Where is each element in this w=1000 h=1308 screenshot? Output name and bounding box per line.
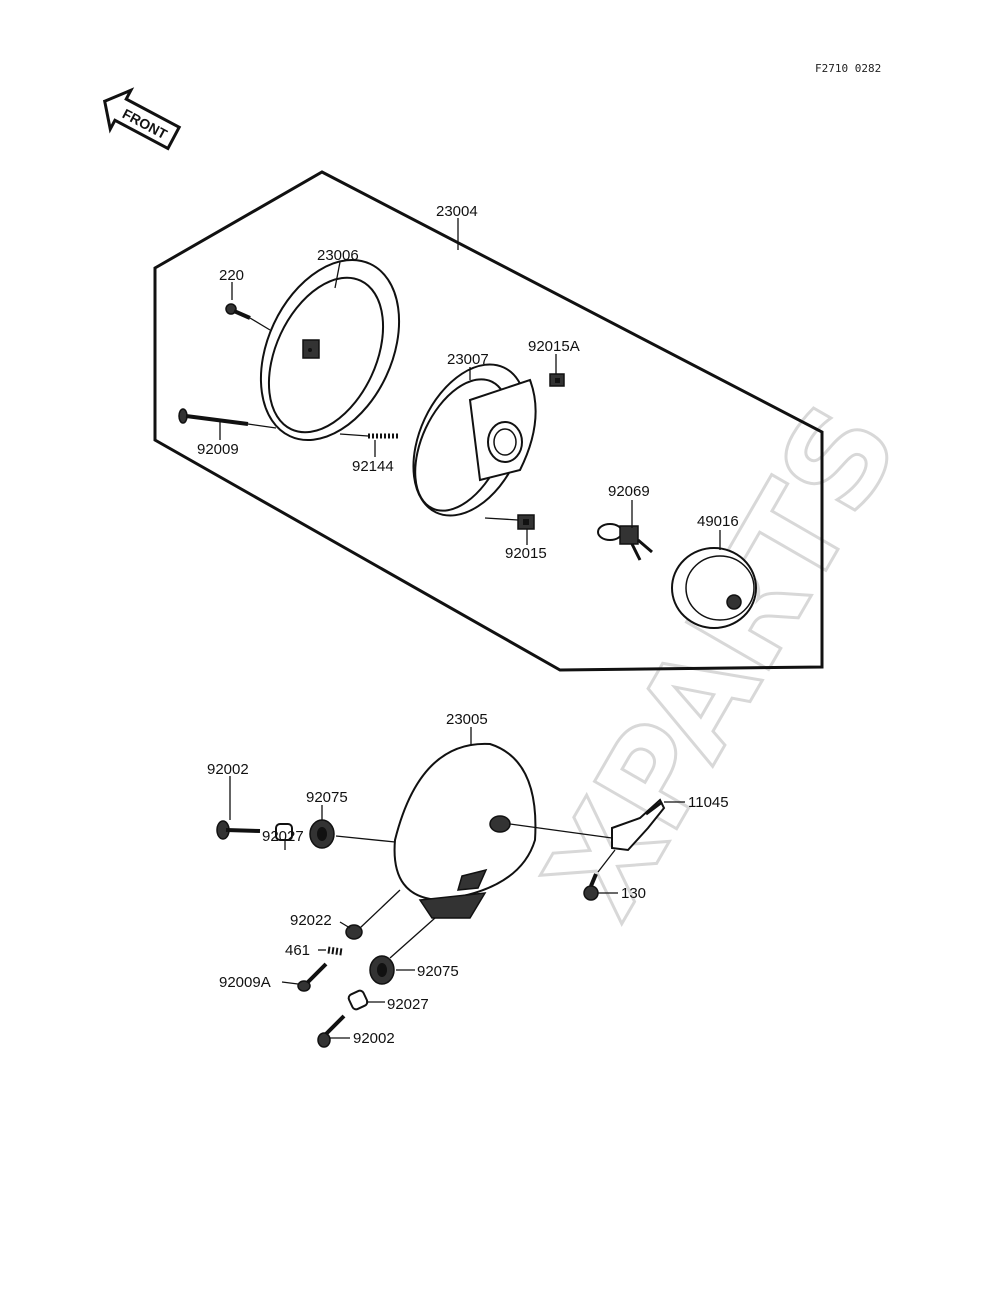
dust-cover-49016 [671, 547, 757, 629]
label-92015A: 92015A [528, 338, 580, 355]
diagram-code: F2710 0282 [815, 62, 881, 75]
front-arrow-icon: FRONT [102, 87, 182, 151]
nut-92015A [549, 373, 565, 387]
label-92027-upper: 92027 [262, 828, 304, 845]
label-23006: 23006 [317, 247, 359, 264]
assembly-frame-23004 [153, 170, 824, 672]
label-92022: 92022 [290, 912, 332, 929]
nut-92022 [345, 924, 363, 940]
grommet-92075-lower [369, 955, 395, 985]
label-92075-upper: 92075 [306, 789, 348, 806]
label-92144: 92144 [352, 458, 394, 475]
label-92009A: 92009A [219, 974, 271, 991]
collar-92027-lower [347, 989, 369, 1011]
screw-92009 [178, 408, 249, 426]
watermark: XPARTS [516, 380, 928, 942]
bolt-92002-upper [216, 820, 261, 840]
label-461: 461 [285, 942, 310, 959]
label-11045: 11045 [688, 794, 729, 811]
grommet-92075-upper [309, 819, 335, 849]
label-92027-lower: 92027 [387, 996, 429, 1013]
bulb-92069 [597, 523, 653, 561]
label-23007: 23007 [447, 351, 489, 368]
label-92015: 92015 [505, 545, 547, 562]
screw-92009A [297, 962, 328, 992]
label-23004: 23004 [436, 203, 478, 220]
bracket-11045 [611, 798, 666, 852]
headlight-unit-23007 [412, 363, 537, 517]
bolt-92002-lower [317, 1014, 346, 1048]
housing-23005 [393, 742, 537, 919]
rim-23006 [259, 259, 401, 441]
label-92009: 92009 [197, 441, 239, 458]
label-92069: 92069 [608, 483, 650, 500]
bolt-130 [583, 873, 599, 901]
spring-461 [327, 946, 343, 956]
label-49016: 49016 [697, 513, 739, 530]
label-23005: 23005 [446, 711, 488, 728]
screw-220 [225, 303, 251, 320]
collar-92027-upper [275, 823, 293, 841]
label-92002-upper: 92002 [207, 761, 249, 778]
label-130: 130 [621, 885, 646, 902]
label-92075-lower: 92075 [417, 963, 459, 980]
label-92002-lower: 92002 [353, 1030, 395, 1047]
nut-92015 [517, 514, 535, 530]
label-220: 220 [219, 267, 244, 284]
